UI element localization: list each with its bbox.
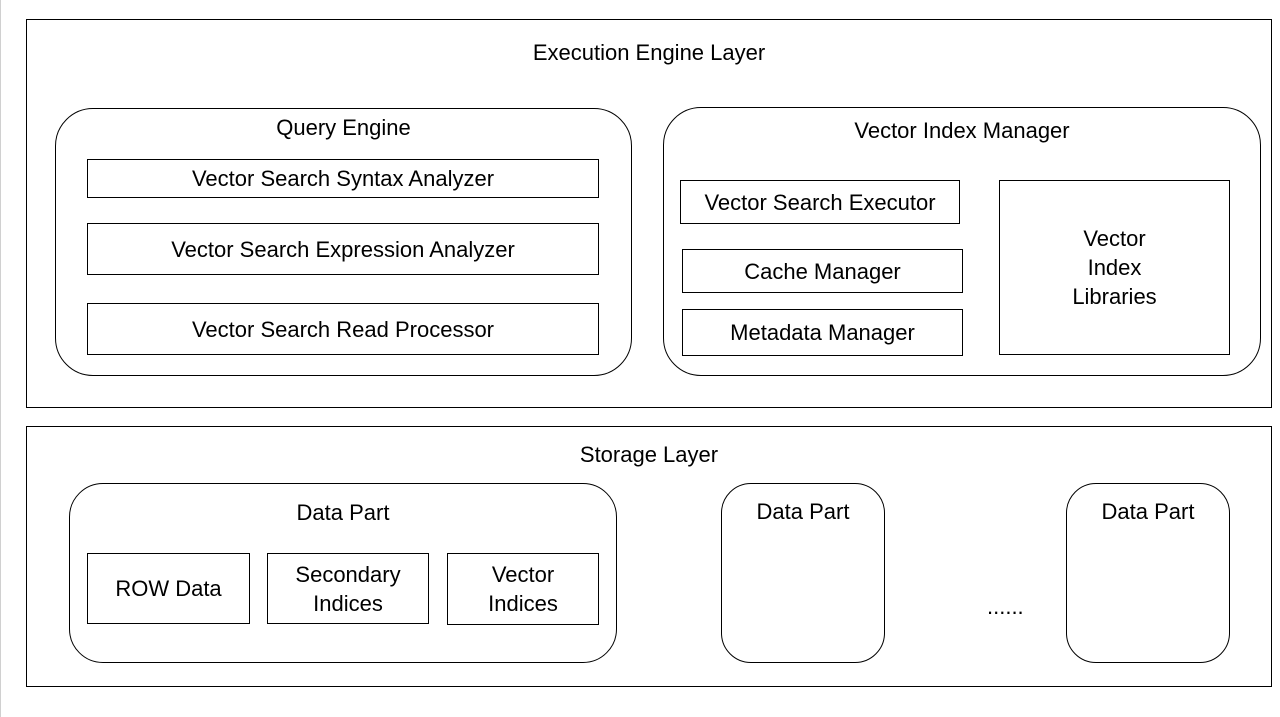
data-part-second: Data Part	[721, 483, 885, 663]
vector-indices-label: Vector Indices	[488, 562, 558, 616]
vector-search-expression-analyzer: Vector Search Expression Analyzer	[87, 223, 599, 275]
data-part-third-title: Data Part	[1101, 499, 1195, 524]
row-data: ROW Data	[87, 553, 250, 624]
vector-search-read-processor-label: Vector Search Read Processor	[191, 316, 495, 342]
query-engine-title: Query Engine	[276, 115, 411, 140]
vector-index-libraries-label: Vector Index Libraries	[1072, 226, 1157, 309]
data-part-third: Data Part	[1066, 483, 1230, 663]
secondary-indices-label: Secondary Indices	[295, 561, 401, 616]
metadata-manager-label: Metadata Manager	[730, 320, 915, 345]
cache-manager: Cache Manager	[682, 249, 963, 293]
vector-search-syntax-analyzer-label: Vector Search Syntax Analyzer	[191, 166, 495, 191]
vector-search-executor: Vector Search Executor	[680, 180, 960, 224]
row-data-label: ROW Data	[115, 576, 222, 601]
secondary-indices: Secondary Indices	[267, 553, 429, 624]
vector-search-read-processor: Vector Search Read Processor	[87, 303, 599, 355]
data-part-main-title: Data Part	[296, 500, 390, 525]
vector-index-manager-title: Vector Index Manager	[854, 118, 1070, 143]
page-left-edge	[0, 0, 1, 717]
ellipsis: ......	[987, 594, 1024, 619]
metadata-manager: Metadata Manager	[682, 309, 963, 356]
vector-search-syntax-analyzer: Vector Search Syntax Analyzer	[87, 159, 599, 198]
vector-search-expression-analyzer-label: Vector Search Expression Analyzer	[171, 236, 515, 262]
vector-index-libraries: Vector Index Libraries	[999, 180, 1230, 355]
vector-search-executor-label: Vector Search Executor	[704, 189, 936, 215]
vector-indices: Vector Indices	[447, 553, 599, 625]
data-part-second-title: Data Part	[756, 499, 850, 524]
execution-engine-layer-title: Execution Engine Layer	[532, 40, 766, 65]
storage-layer-title: Storage Layer	[579, 442, 719, 467]
cache-manager-label: Cache Manager	[744, 258, 901, 284]
